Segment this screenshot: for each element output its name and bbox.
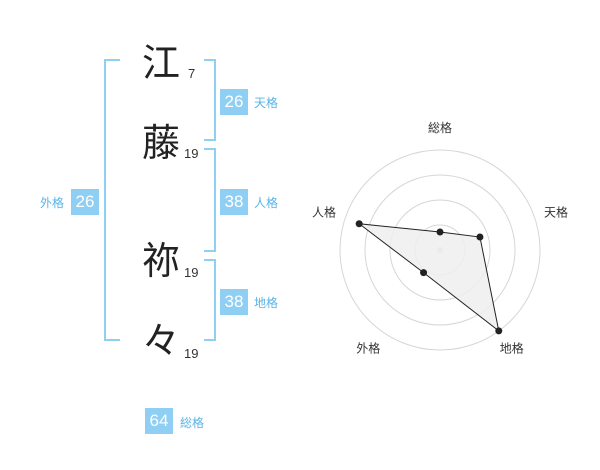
stroke-count-4: 19 [184,346,199,361]
jinkaku-value: 38 [220,189,248,215]
radar-axis-label: 外格 [356,341,380,356]
radar-grid-ring [339,149,541,351]
tenkaku-label: 天格 [254,96,279,110]
name-char-4: 々 [142,319,181,363]
radar-grid-ring [389,199,491,301]
gaikaku-value: 26 [71,189,99,215]
radar-axis-label: 地格 [500,341,524,356]
tenkaku-bracket [204,59,216,141]
stroke-count-3: 19 [184,265,199,280]
radar-axis-label: 人格 [312,204,336,219]
stroke-count-1: 7 [188,66,196,81]
name-char-2: 藤 [142,121,181,165]
radar-grid-ring [364,174,516,326]
radar-axis-label: 総格 [428,120,452,135]
radar-point [476,233,484,241]
chikaku-value: 38 [220,289,248,315]
chikaku-label: 地格 [254,296,279,310]
jinkaku-label: 人格 [254,196,279,210]
radar-point [355,220,363,228]
name-char-1: 江 [142,41,181,85]
radar-point [436,228,444,236]
radar-point [420,269,428,277]
chikaku-bracket [204,259,216,341]
jinkaku-bracket [204,148,216,252]
radar-series-polygon [357,223,500,333]
radar-point [495,327,503,335]
soukaku-label: 総格 [180,416,205,430]
radar-axis-label: 天格 [544,204,568,219]
tenkaku-value: 26 [220,89,248,115]
stroke-count-2: 19 [184,146,199,161]
gaikaku-bracket [104,59,120,341]
soukaku-value: 64 [145,408,173,434]
name-char-3: 祢 [142,239,181,283]
gaikaku-label: 外格 [40,196,65,210]
